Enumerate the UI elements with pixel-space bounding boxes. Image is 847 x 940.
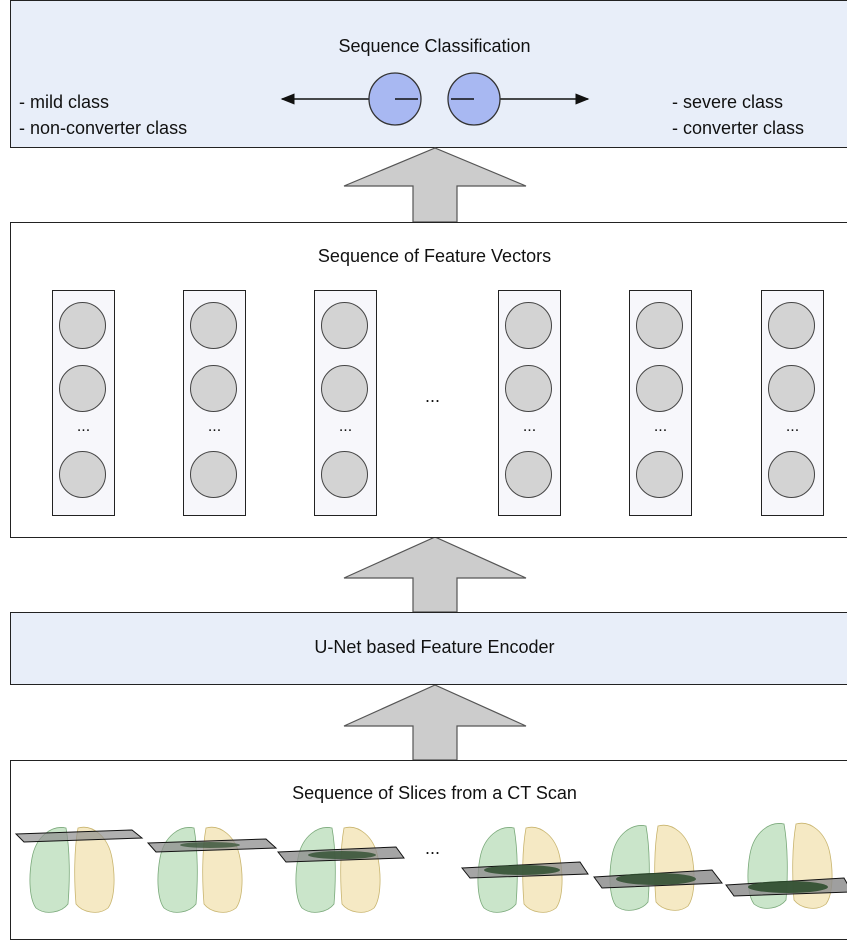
classification-panel: Sequence Classification <box>10 0 847 148</box>
column-ellipsis: ... <box>653 418 668 435</box>
feature-vector-column: ... <box>761 290 824 516</box>
feature-node <box>190 365 237 412</box>
feature-node <box>59 365 106 412</box>
ct-slice-5 <box>593 824 723 911</box>
feature-node <box>321 451 368 498</box>
slices-panel: Sequence of Slices from a CT Scan <box>10 760 847 940</box>
feature-node <box>636 365 683 412</box>
encoder-panel: U-Net based Feature Encoder <box>10 612 847 685</box>
class-right-2: - converter class <box>672 118 805 138</box>
column-ellipsis: ... <box>207 418 222 435</box>
ct-slice-6 <box>725 822 847 909</box>
feature-node <box>636 302 683 349</box>
feature-vector-column: ... <box>52 290 115 516</box>
feature-node <box>505 451 552 498</box>
feature-node <box>505 365 552 412</box>
classification-title: Sequence Classification <box>338 36 531 56</box>
feature-vector-column: ... <box>498 290 561 516</box>
encoder-title: U-Net based Feature Encoder <box>314 637 555 657</box>
feature-node <box>321 302 368 349</box>
feature-node <box>190 302 237 349</box>
slices-title: Sequence of Slices from a CT Scan <box>292 783 577 803</box>
feature-node <box>768 365 815 412</box>
column-ellipsis: ... <box>338 418 353 435</box>
class-left-1: - mild class <box>19 92 110 112</box>
feature-node <box>505 302 552 349</box>
feature-vectors-panel: Sequence of Feature Vectors <box>10 222 847 538</box>
column-ellipsis: ... <box>785 418 800 435</box>
feature-node <box>321 365 368 412</box>
up-arrow-1 <box>343 147 527 223</box>
feature-node <box>59 302 106 349</box>
ct-slice-3 <box>276 826 405 913</box>
class-right-1: - severe class <box>672 92 784 112</box>
feature-vectors-title: Sequence of Feature Vectors <box>317 246 552 266</box>
feature-node <box>768 451 815 498</box>
feature-vector-column: ... <box>314 290 377 516</box>
slices-ellipsis: ... <box>425 838 441 858</box>
ct-slice-4 <box>460 826 589 913</box>
class-left-2: - non-converter class <box>19 118 188 138</box>
up-arrow-2 <box>343 536 527 613</box>
feature-vector-column: ... <box>183 290 246 516</box>
up-arrow-3 <box>343 684 527 761</box>
ct-slice-1 <box>14 826 144 913</box>
feature-node <box>636 451 683 498</box>
feature-node <box>59 451 106 498</box>
feature-node <box>768 302 815 349</box>
column-ellipsis: ... <box>76 418 91 435</box>
ct-slice-2 <box>146 826 278 913</box>
feature-vector-column: ... <box>629 290 692 516</box>
feature-vectors-ellipsis: ... <box>425 386 441 406</box>
column-ellipsis: ... <box>522 418 537 435</box>
feature-node <box>190 451 237 498</box>
